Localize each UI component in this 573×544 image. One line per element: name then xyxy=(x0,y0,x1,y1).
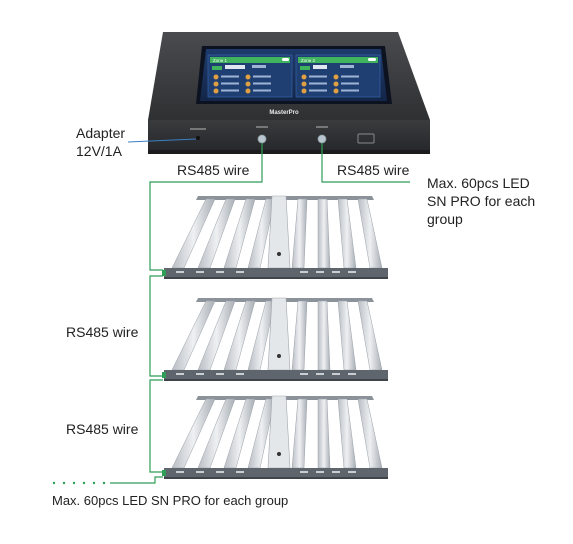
fixture-center-bar xyxy=(267,395,291,469)
controller-brand: MasterPro xyxy=(269,110,299,116)
rs485-port-2 xyxy=(317,134,327,144)
fixture-led-bar xyxy=(337,398,357,469)
fixture-led-bar xyxy=(291,198,308,269)
fixture-frame-marking xyxy=(236,471,244,473)
max-capacity-note-line1: Max. 60pcs LED xyxy=(427,175,530,191)
zone-1-label: Zone 1 xyxy=(213,58,228,63)
rs485-wire-label-right: RS485 wire xyxy=(337,162,410,178)
fixture-frame-marking xyxy=(332,271,340,273)
fixture-frame-marking xyxy=(216,271,224,273)
rs485-wire-out xyxy=(110,476,163,484)
fixture-1 xyxy=(162,195,388,279)
fixture-front-frame xyxy=(164,268,388,277)
rs485-wire-chain-1 xyxy=(149,275,163,377)
fixture-frame-marking xyxy=(176,373,184,375)
controller-front xyxy=(148,120,430,152)
fixture-frame-marking xyxy=(216,373,224,375)
fixture-led-bar xyxy=(337,198,357,269)
zone-2-label: Zone 2 xyxy=(301,58,316,63)
fixture-frame-marking xyxy=(216,471,224,473)
fixture-front-frame xyxy=(164,468,388,477)
fixture-frame-marking xyxy=(236,373,244,375)
fixture-led-bar xyxy=(291,300,308,371)
usb-port xyxy=(357,133,375,144)
adapter-leader-line xyxy=(127,138,197,143)
fixture-led-bar xyxy=(317,300,331,371)
fixture-led-bar xyxy=(337,300,357,371)
fixture-frame-marking xyxy=(316,373,324,375)
fixture-frame-marking xyxy=(176,471,184,473)
max-capacity-note-line3: group xyxy=(427,211,463,227)
fixture-2 xyxy=(162,297,388,381)
rs485-port-1 xyxy=(257,134,267,144)
adapter-label: Adapter 12V/1A xyxy=(76,124,146,160)
fixture-mount-hole xyxy=(277,354,281,358)
fixture-frame-marking xyxy=(348,271,356,273)
rs485-wire-main xyxy=(149,143,263,271)
fixture-led-bar xyxy=(317,198,331,269)
power-port xyxy=(196,136,200,140)
fixture-frame-marking xyxy=(300,373,308,375)
rs485-wire-label-mid2: RS485 wire xyxy=(66,421,139,437)
fixture-rs485-port xyxy=(162,372,166,378)
fixture-mount-hole xyxy=(277,452,281,456)
fixture-frame-marking xyxy=(316,471,324,473)
fixture-mount-hole xyxy=(277,252,281,256)
continuation-dots xyxy=(52,481,106,485)
fixture-frame-marking xyxy=(300,271,308,273)
max-capacity-note-right: Max. 60pcs LED SN PRO for each group xyxy=(427,174,557,228)
fixture-led-bar xyxy=(317,398,331,469)
fixture-center-bar xyxy=(267,195,291,269)
rs485-wire-chain-2 xyxy=(149,379,163,473)
fixture-rs485-port xyxy=(162,470,166,476)
fixture-frame-marking xyxy=(332,373,340,375)
fixture-frame-marking xyxy=(196,271,204,273)
rs485-wire-label-mid1: RS485 wire xyxy=(66,324,139,340)
fixture-led-bar xyxy=(357,398,383,469)
rs485-wire-right xyxy=(321,143,410,183)
zone-1-panel: Zone 1 xyxy=(207,54,293,98)
fixture-frame-marking xyxy=(176,271,184,273)
rs485-wire-label-left: RS485 wire xyxy=(177,162,250,178)
max-capacity-note-bottom: Max. 60pcs LED SN PRO for each group xyxy=(52,493,289,508)
fixture-frame-marking xyxy=(300,471,308,473)
fixture-led-bar xyxy=(357,300,383,371)
fixture-frame-marking xyxy=(348,471,356,473)
fixture-led-bar xyxy=(357,198,383,269)
adapter-label-line1: Adapter xyxy=(76,125,126,141)
led-fixtures xyxy=(162,195,388,479)
zone-2-panel: Zone 2 xyxy=(295,54,381,98)
fixture-rs485-port xyxy=(162,270,166,276)
fixture-frame-marking xyxy=(348,373,356,375)
fixture-frame-marking xyxy=(196,471,204,473)
fixture-frame-marking xyxy=(196,373,204,375)
fixture-frame-marking xyxy=(316,271,324,273)
fixture-frame-marking xyxy=(236,271,244,273)
adapter-label-line2: 12V/1A xyxy=(76,143,122,159)
fixture-center-bar xyxy=(267,297,291,371)
fixture-3 xyxy=(162,395,388,479)
fixture-led-bar xyxy=(291,398,308,469)
fixture-front-frame xyxy=(164,370,388,379)
controller-device: Zone 1 Zone 2 M xyxy=(148,32,430,154)
fixture-frame-marking xyxy=(332,471,340,473)
max-capacity-note-line2: SN PRO for each xyxy=(427,193,536,209)
